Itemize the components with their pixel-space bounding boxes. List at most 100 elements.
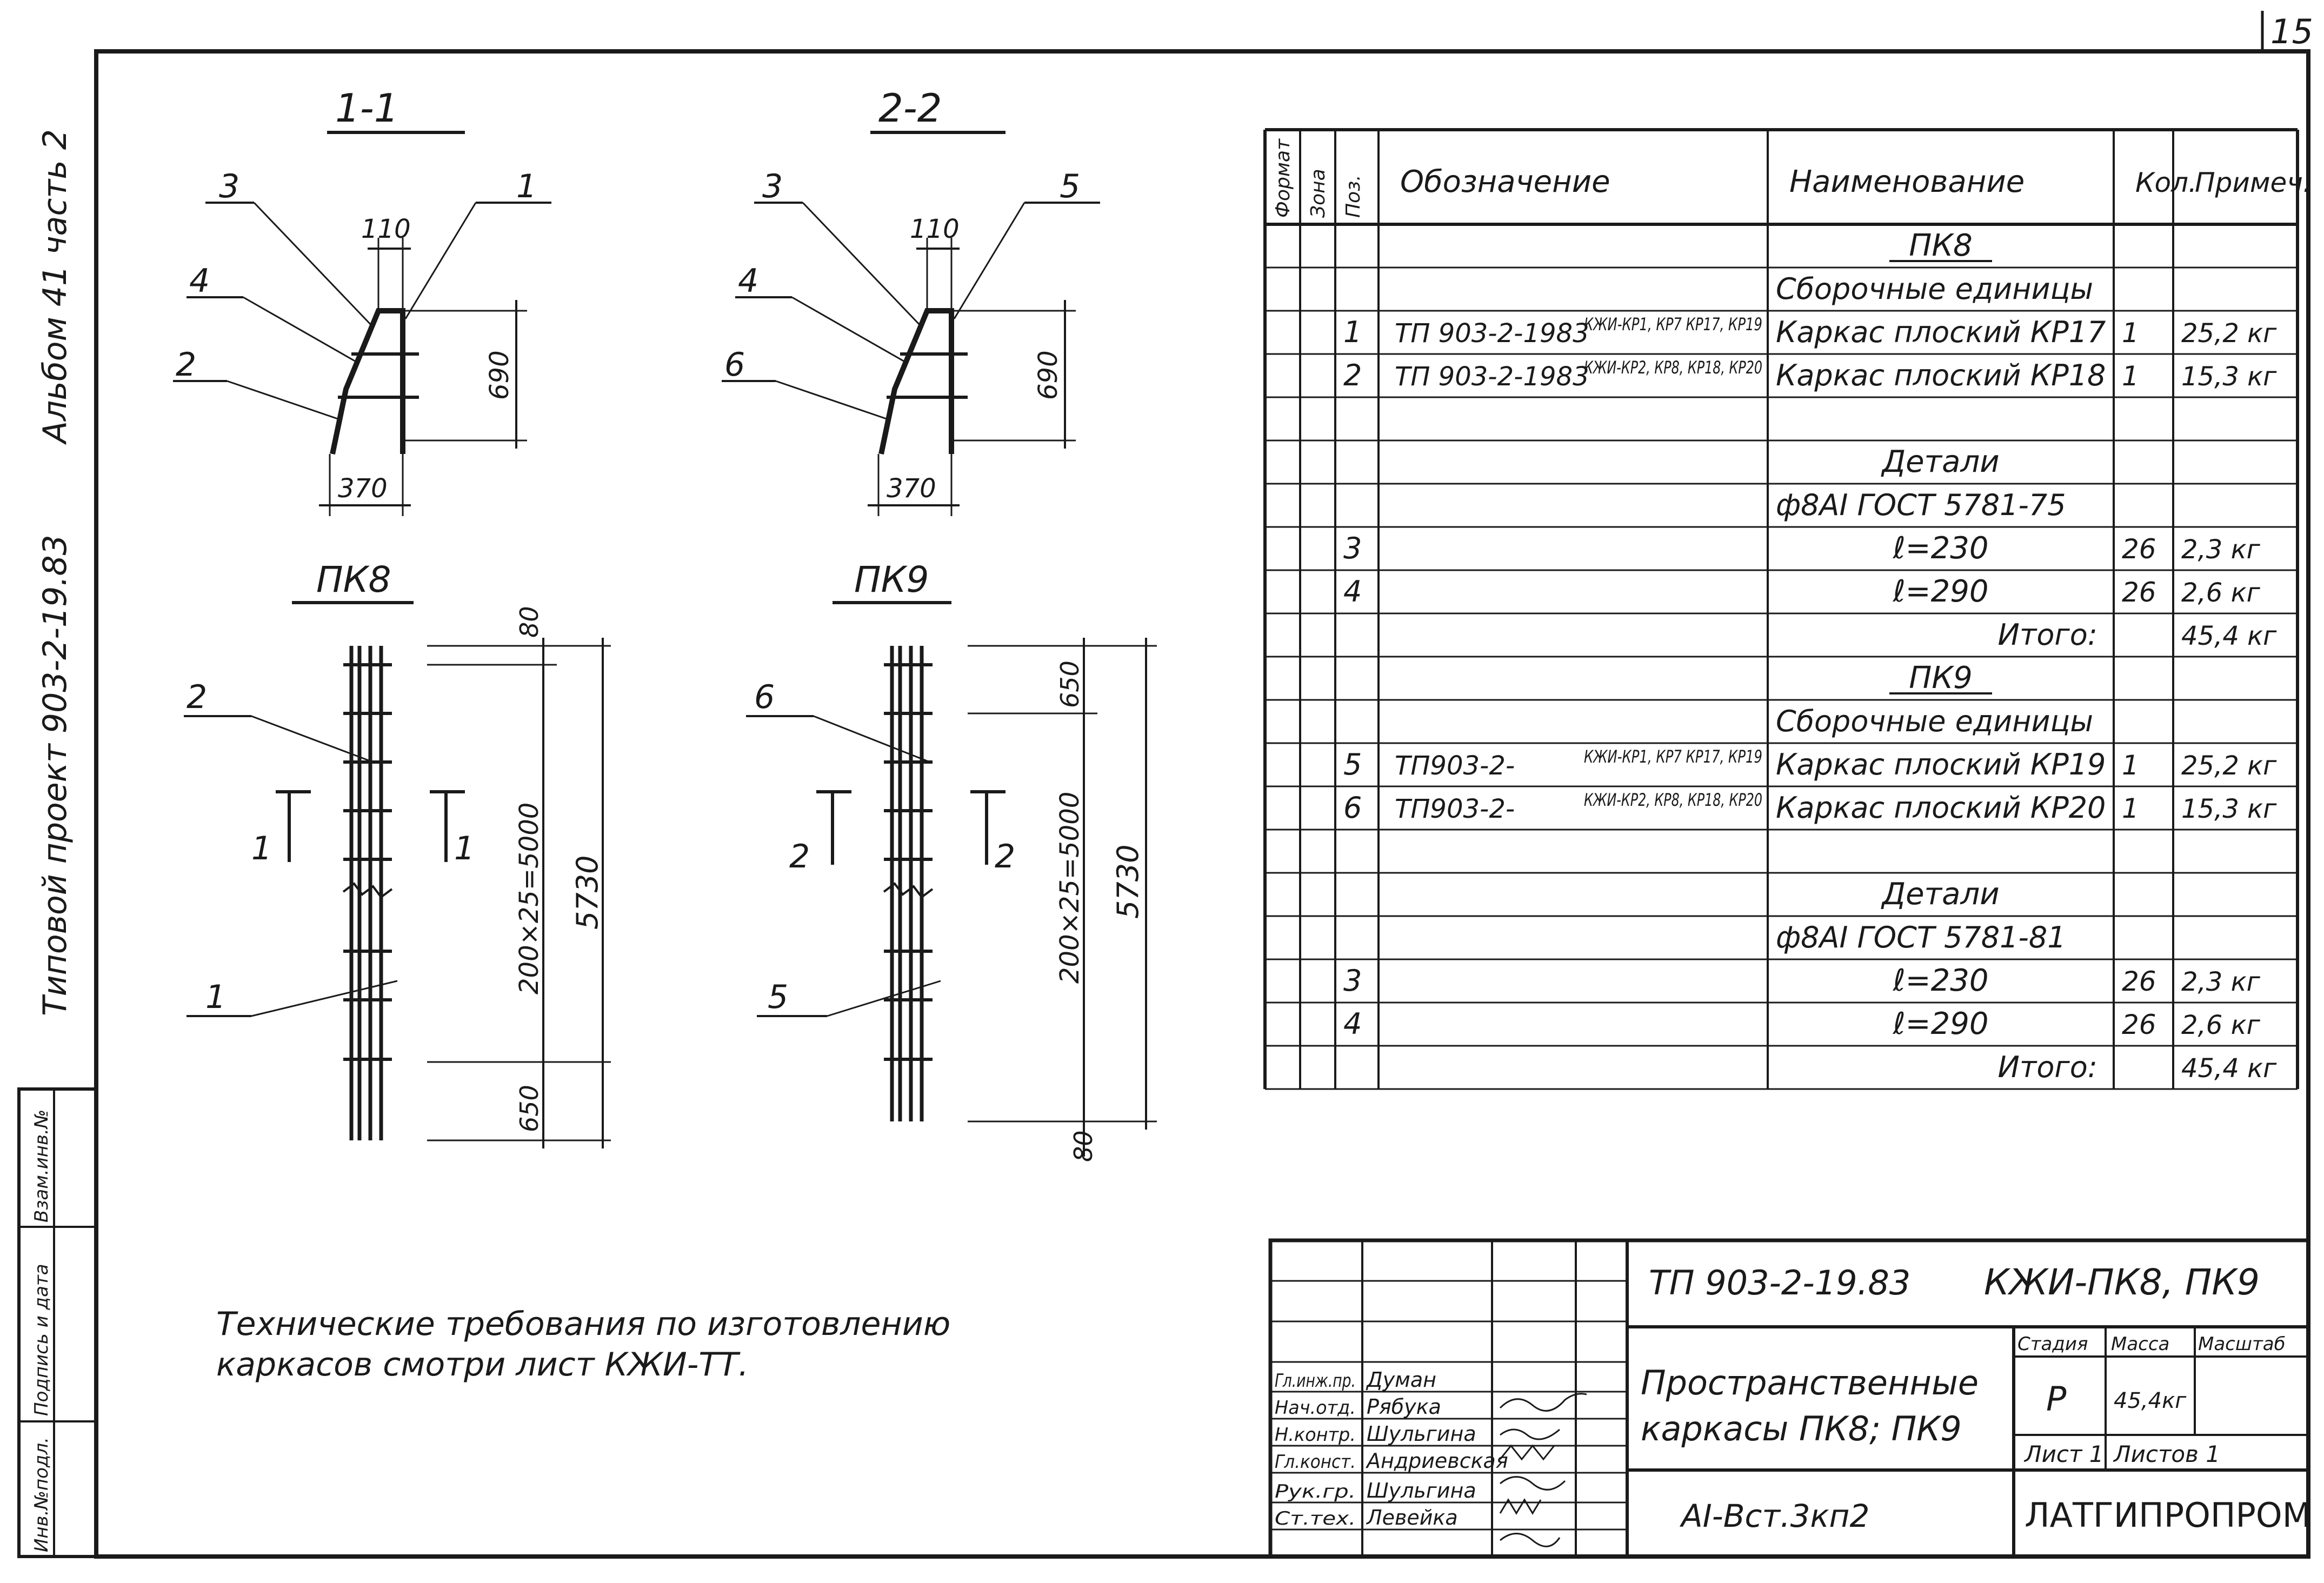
pk8-cut-right: 1: [454, 830, 475, 867]
row-note: 2,3 кг: [2181, 535, 2261, 565]
title-block-sheets: Листов 1: [2113, 1441, 2220, 1467]
margin-stamp-sign: Подпись и дата: [31, 1264, 52, 1416]
row-name: Итого:: [1998, 1050, 2098, 1084]
row-qty: 1: [2122, 750, 2139, 781]
signatory-name: Левейка: [1366, 1506, 1458, 1529]
section-2-2-dim-right: 690: [1033, 350, 1063, 400]
header-note: Примеч.: [2195, 167, 2312, 198]
row-name: Сборочные единицы: [1776, 272, 2093, 306]
row-note: 2,6 кг: [2181, 1010, 2261, 1040]
row-pos: 4: [1343, 575, 1362, 609]
row-note: 2,6 кг: [2181, 578, 2261, 608]
row-pos: 6: [1343, 791, 1362, 825]
title-block-mass: 45,4кг: [2114, 1388, 2187, 1413]
section-2-2-callout-5: 5: [1060, 168, 1080, 205]
break-mark: [342, 882, 393, 899]
title-block-sheet: Лист 1: [2023, 1441, 2104, 1467]
row-note: 15,3 кг: [2181, 794, 2277, 824]
row-designation-sheets: КЖИ-КР1, КР7 КР17, КР19: [1584, 746, 1762, 767]
signatory-name: Андриевская: [1365, 1449, 1508, 1473]
pk8-elevation: ПК8 80 200×25=5000 5730 650 1 1 2 1: [184, 559, 611, 1148]
row-qty: 26: [2122, 966, 2156, 997]
pk9-cut-right: 2: [995, 838, 1015, 876]
section-2-2-frame: [878, 308, 954, 455]
row-pos: 4: [1343, 1007, 1362, 1041]
row-name: Каркас плоский КР20: [1776, 791, 2106, 825]
header-format: Формат: [1272, 138, 1294, 218]
pk9-dim-total: 5730: [1111, 845, 1145, 919]
row-name: Итого:: [1998, 618, 2098, 652]
row-designation: ТП903-2-: [1395, 794, 1515, 824]
row-qty: 1: [2122, 317, 2139, 349]
header-zone: Зона: [1307, 169, 1329, 218]
notes-line-2: каркасов смотри лист КЖИ-ТТ.: [216, 1346, 749, 1384]
title-block-doc-code: ТП 903-2-19.83: [1649, 1263, 1910, 1303]
pk8-dim-top: 80: [515, 606, 544, 638]
pk8-callout-2: 2: [187, 678, 207, 716]
row-note: 45,4 кг: [2181, 621, 2277, 651]
title-block-mass-label: Масса: [2111, 1333, 2169, 1355]
pk9-dim-span: 200×25=5000: [1055, 792, 1085, 984]
section-2-2-dim-bottom: 370: [887, 473, 936, 504]
row-name: ПК8: [1909, 228, 1973, 263]
row-designation: ТП 903-2-1983: [1395, 362, 1589, 392]
section-1-1-dim-top: 110: [361, 214, 411, 244]
row-qty: 1: [2122, 360, 2139, 392]
row-qty: 1: [2122, 793, 2139, 824]
section-1-1-dim-right: 690: [484, 350, 515, 400]
section-2-2-title: 2-2: [878, 85, 942, 131]
pk9-cut-left: 2: [789, 838, 810, 876]
pk8-dim-span: 200×25=5000: [514, 803, 544, 994]
signatory-role: Н.контр.: [1275, 1424, 1356, 1446]
row-name: Каркас плоский КР17: [1776, 315, 2106, 349]
row-name: Сборочные единицы: [1776, 704, 2093, 738]
section-1-1-title: 1-1: [335, 85, 399, 131]
pk8-callout-1: 1: [205, 978, 226, 1016]
row-pos: 3: [1343, 964, 1362, 998]
title-block-doc-mark: КЖИ-ПК8, ПК9: [1984, 1261, 2260, 1303]
pk8-cage: [342, 646, 393, 1140]
section-1-1-callout-3: 3: [219, 168, 239, 205]
section-1-1-dim-bottom: 370: [338, 473, 388, 504]
drawing-frame: [94, 49, 2310, 1559]
row-designation: ТП 903-2-1983: [1395, 318, 1589, 349]
margin-stamp: [17, 1087, 98, 1558]
row-name: ф8AI ГОСТ 5781-75: [1776, 488, 2066, 522]
title-block-name-2: каркасы ПК8; ПК9: [1641, 1409, 1962, 1448]
section-2-2-callout-4: 4: [738, 262, 758, 300]
row-name: ℓ=230: [1893, 963, 1989, 998]
row-qty: 26: [2122, 533, 2156, 565]
signatory-name: Шульгина: [1367, 1479, 1476, 1502]
pk9-dim-bottom: 80: [1069, 1130, 1098, 1162]
title-block: Гл.инж.пр.ДуманНач.отд.РябукаН.контр.Шул…: [1268, 1238, 2311, 1559]
pk9-callout-6: 6: [754, 678, 775, 716]
signatory-role: Нач.отд.: [1275, 1397, 1356, 1419]
break-mark: [883, 882, 934, 899]
margin-stamp-inv: Инв.№подл.: [31, 1437, 52, 1552]
signatory-name: Рябука: [1367, 1395, 1441, 1419]
row-name: Детали: [1880, 444, 1999, 479]
row-name: ф8AI ГОСТ 5781-81: [1776, 920, 2066, 954]
margin-stamp-replace: Взам.инв.№: [31, 1110, 52, 1223]
section-2-2-callout-3: 3: [762, 168, 783, 205]
pk8-dim-total: 5730: [570, 856, 604, 930]
title-block-material: AI-Вст.3кп2: [1679, 1498, 1869, 1534]
margin-album: Альбом 41 часть 2: [36, 129, 74, 445]
title-block-stage-label: Стадия: [2017, 1333, 2088, 1355]
title-block-stage: Р: [2046, 1379, 2067, 1419]
signatory-role: Рук.гр.: [1275, 1481, 1356, 1502]
row-qty: 26: [2122, 577, 2156, 608]
header-qty: Кол.: [2135, 167, 2197, 198]
section-1-1-callout-4: 4: [189, 262, 210, 300]
row-name: Детали: [1880, 877, 1999, 912]
notes-line-1: Технические требования по изготовлению: [216, 1305, 950, 1343]
signatory-role: Гл.конст.: [1275, 1451, 1356, 1473]
header-designation: Обозначение: [1400, 164, 1610, 199]
row-note: 2,3 кг: [2181, 967, 2261, 997]
row-pos: 1: [1343, 315, 1362, 349]
section-2-2: 2-2 110 690 370 3 5 4 6: [722, 85, 1100, 516]
row-designation-sheets: КЖИ-КР2, КР8, КР18, КР20: [1584, 790, 1762, 810]
signatory-name: Шульгина: [1367, 1422, 1476, 1446]
